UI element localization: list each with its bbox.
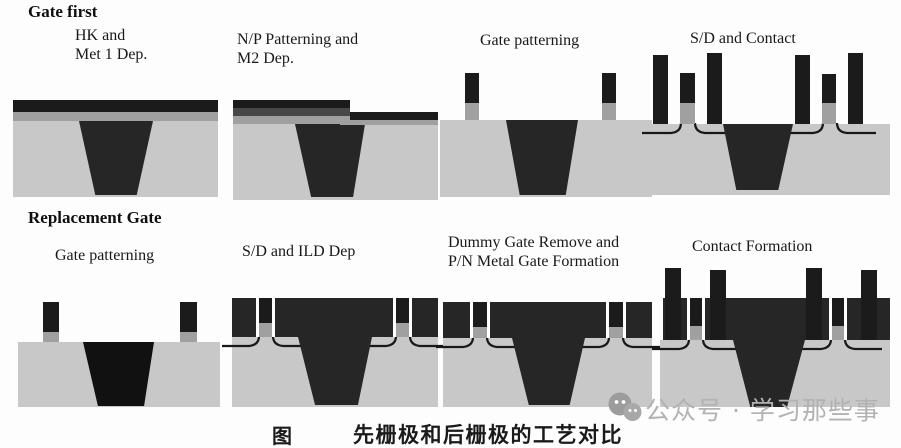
step-label-contact-formation: Contact Formation [692,238,813,255]
gate-pillar-base [822,103,836,124]
gate-pillar-base [680,103,695,124]
dummy-gate-base [259,323,272,337]
contact-pillar [795,55,810,124]
contact-pillar [710,270,726,340]
metal-gate-pillar [473,302,487,327]
gate-pillar [602,73,616,103]
metal-gate-base [609,327,623,338]
step-label-gate-patterning: Gate patterning [480,32,580,49]
dummy-gate-pillar [43,302,59,332]
metal-gate-pillar [690,298,702,326]
step-label-hk-met1: HK and Met 1 Dep. [75,27,148,63]
junction-curve [790,339,886,355]
m2-layer-right [340,112,438,120]
figure-label: 图 [272,424,292,448]
wechat-bubbles-icon [606,391,644,425]
gate-pillar [680,73,695,103]
hk-layer-left [233,116,350,124]
dummy-gate-base [396,323,409,337]
metal-gate-base [832,326,844,340]
step-label-np-m2: N/P Patterning and M2 Dep. [237,31,359,67]
contact-pillar [665,268,681,340]
metal-gate-base [473,327,487,338]
dummy-gate-pillar [259,298,272,323]
figure-caption: 先栅极和后栅极的工艺对比 [353,423,623,447]
metal1-layer-left [233,108,350,116]
dummy-gate-pillar [180,302,197,332]
step-label-sd-ild: S/D and ILD Dep [242,243,356,260]
metal-gate-pillar [609,302,623,327]
step-label-dummy-remove: Dummy Gate Remove and P/N Metal Gate For… [448,234,620,270]
junction-curve [782,123,878,139]
metal-gate-pillar [832,298,844,326]
junction-curve [355,336,451,352]
replacement-gate-header: Replacement Gate [28,208,162,227]
contact-pillar [653,55,668,124]
junction-curve [432,337,528,353]
contact-pillar [861,270,877,340]
step-label-sd-contact: S/D and Contact [690,30,796,47]
gate-pillar-base [602,103,616,120]
contact-pillar [806,268,822,340]
junction-curve [640,123,736,139]
junction-curve [648,339,744,355]
gate-first-header: Gate first [28,2,98,21]
gate-pillar [465,73,479,103]
contact-pillar [707,53,722,124]
junction-curve [218,336,314,352]
metal1-layer [13,100,218,112]
m2-layer-left [233,100,350,108]
hk-layer-right [340,120,438,125]
step-label-rg-gate-patterning: Gate patterning [55,247,155,264]
well-trapezoid [506,120,578,195]
gate-pillar-base [465,103,479,120]
gate-pillar [822,74,836,103]
dummy-gate-base [43,332,59,342]
junction-curve [568,337,664,353]
watermark-text: 公众号 · 学习那些事 [645,396,880,425]
dummy-gate-base [180,332,197,342]
metal-gate-base [690,326,702,340]
dummy-gate-pillar [396,298,409,323]
contact-pillar [848,53,863,124]
hk-layer [13,112,218,121]
